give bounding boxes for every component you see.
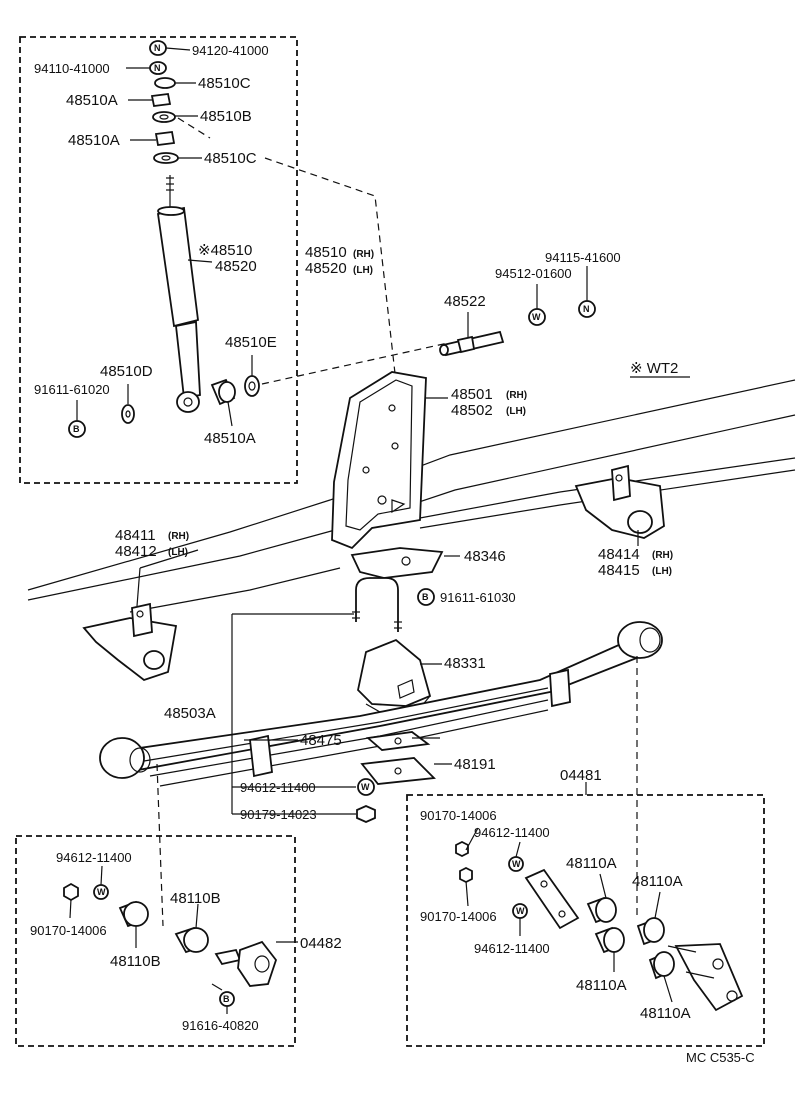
label-94120-41000: 94120-41000: [192, 43, 269, 58]
washer-48510E: [244, 375, 260, 397]
label-90170-14006-top: 90170-14006: [420, 808, 497, 823]
label-48475: 48475: [300, 732, 342, 749]
label-91611-61020: 91611-61020: [34, 382, 110, 397]
leader-lines: [69, 47, 673, 1014]
label-48411: 48411: [115, 527, 156, 544]
plate-48475: [365, 731, 431, 751]
washer-icon: W: [97, 887, 106, 897]
label-48331: 48331: [444, 655, 486, 672]
suffix-rh: (RH): [652, 550, 673, 561]
label-48412: 48412: [115, 543, 157, 560]
shock-absorber-group-box: [19, 36, 298, 484]
shackle-kit-04481: W W: [455, 840, 744, 1012]
label-48520-lh: 48520: [305, 260, 347, 277]
label-48346: 48346: [464, 548, 506, 565]
bolt-icon-text: B: [73, 424, 80, 434]
u-bolt: [352, 577, 402, 632]
stud-48522: [439, 330, 505, 357]
part-labels: 94120-41000 94110-41000 48510C 48510A 48…: [30, 43, 755, 1065]
shock-bracket: [331, 371, 427, 550]
suffix-lh: (LH): [168, 547, 188, 558]
footer-code: MC C535-C: [686, 1050, 755, 1065]
nut-icon: N: [154, 43, 161, 53]
label-94512-01600: 94512-01600: [495, 266, 572, 281]
washer-icon-text: W: [532, 312, 541, 322]
washer-icon: W: [512, 859, 521, 869]
nut-icon-text: N: [583, 304, 590, 314]
shock-cushion-stack: N N: [149, 40, 179, 164]
label-91616-40820: 91616-40820: [182, 1018, 259, 1033]
shock-absorber: [156, 175, 201, 413]
label-94612-11400-kit: 94612-11400: [56, 850, 132, 865]
label-48510B: 48510B: [200, 108, 252, 125]
label-wt2: ※ WT2: [630, 360, 678, 377]
suffix-rh: (RH): [506, 390, 527, 401]
plate-48191: [360, 757, 436, 785]
bushing-kit-04482: W B: [63, 882, 278, 1007]
label-48110B-1: 48110B: [170, 890, 221, 907]
label-90179-14023: 90179-14023: [240, 807, 317, 822]
label-48510-rh: 48510: [305, 244, 347, 261]
rear-spring-hanger: [574, 464, 665, 539]
label-48501: 48501: [451, 386, 493, 403]
label-04482: 04482: [300, 935, 342, 952]
bolt-icon: [417, 588, 435, 606]
label-04481: 04481: [560, 767, 602, 784]
label-48510C-mid: 48510C: [204, 150, 257, 167]
label-48502: 48502: [451, 402, 493, 419]
label-94612-11400-main: 94612-11400: [240, 780, 316, 795]
washer-icon: W: [516, 906, 525, 916]
label-91611-61030: 91611-61030: [440, 590, 516, 605]
label-48510-marked: ※48510: [198, 242, 252, 259]
label-48510E: 48510E: [225, 334, 277, 351]
washer-icon: [357, 778, 375, 796]
front-spring-hanger: [82, 602, 178, 682]
bolt-icon-text: B: [422, 592, 429, 602]
spring-seat-48346: [350, 547, 444, 579]
bolt-icon: B: [223, 994, 230, 1004]
label-48510A-top: 48510A: [66, 92, 118, 109]
label-90170-14006-mid: 90170-14006: [420, 909, 497, 924]
nut-icon: N: [154, 63, 161, 73]
label-48110B-2: 48110B: [110, 953, 161, 970]
label-48414: 48414: [598, 546, 640, 563]
lower-bushing-48510A: [210, 378, 236, 406]
label-48510C-top: 48510C: [198, 75, 251, 92]
nut-90179: [356, 805, 376, 823]
label-48110A-1: 48110A: [566, 855, 617, 872]
label-48415: 48415: [598, 562, 640, 579]
label-94612-11400-bottom: 94612-11400: [474, 941, 550, 956]
label-48191: 48191: [454, 756, 496, 773]
label-94612-11400-top: 94612-11400: [474, 825, 550, 840]
label-90170-14006-kit: 90170-14006: [30, 923, 107, 938]
rear-shackle-group-box-04481: [406, 794, 765, 1047]
suffix-rh: (RH): [353, 249, 374, 260]
label-48510D: 48510D: [100, 363, 153, 380]
label-48510A-bottom: 48510A: [204, 430, 256, 447]
label-48522: 48522: [444, 293, 486, 310]
label-48110A-2: 48110A: [632, 873, 683, 890]
label-48503A: 48503A: [164, 705, 216, 722]
bumper-48331: [357, 638, 432, 713]
label-48510A-mid: 48510A: [68, 132, 120, 149]
suffix-lh: (LH): [353, 265, 373, 276]
label-94110-41000: 94110-41000: [34, 61, 110, 76]
washer-48510D: [121, 404, 135, 424]
washer-icon-text: W: [361, 782, 370, 792]
label-94115-41600: 94115-41600: [545, 250, 621, 265]
suffix-lh: (LH): [506, 406, 526, 417]
label-48110A-4: 48110A: [640, 1005, 691, 1022]
front-bushing-group-box-04482: [15, 835, 296, 1047]
label-48110A-3: 48110A: [576, 977, 627, 994]
suffix-rh: (RH): [168, 531, 189, 542]
label-48520-box: 48520: [215, 258, 257, 275]
suffix-lh: (LH): [652, 566, 672, 577]
